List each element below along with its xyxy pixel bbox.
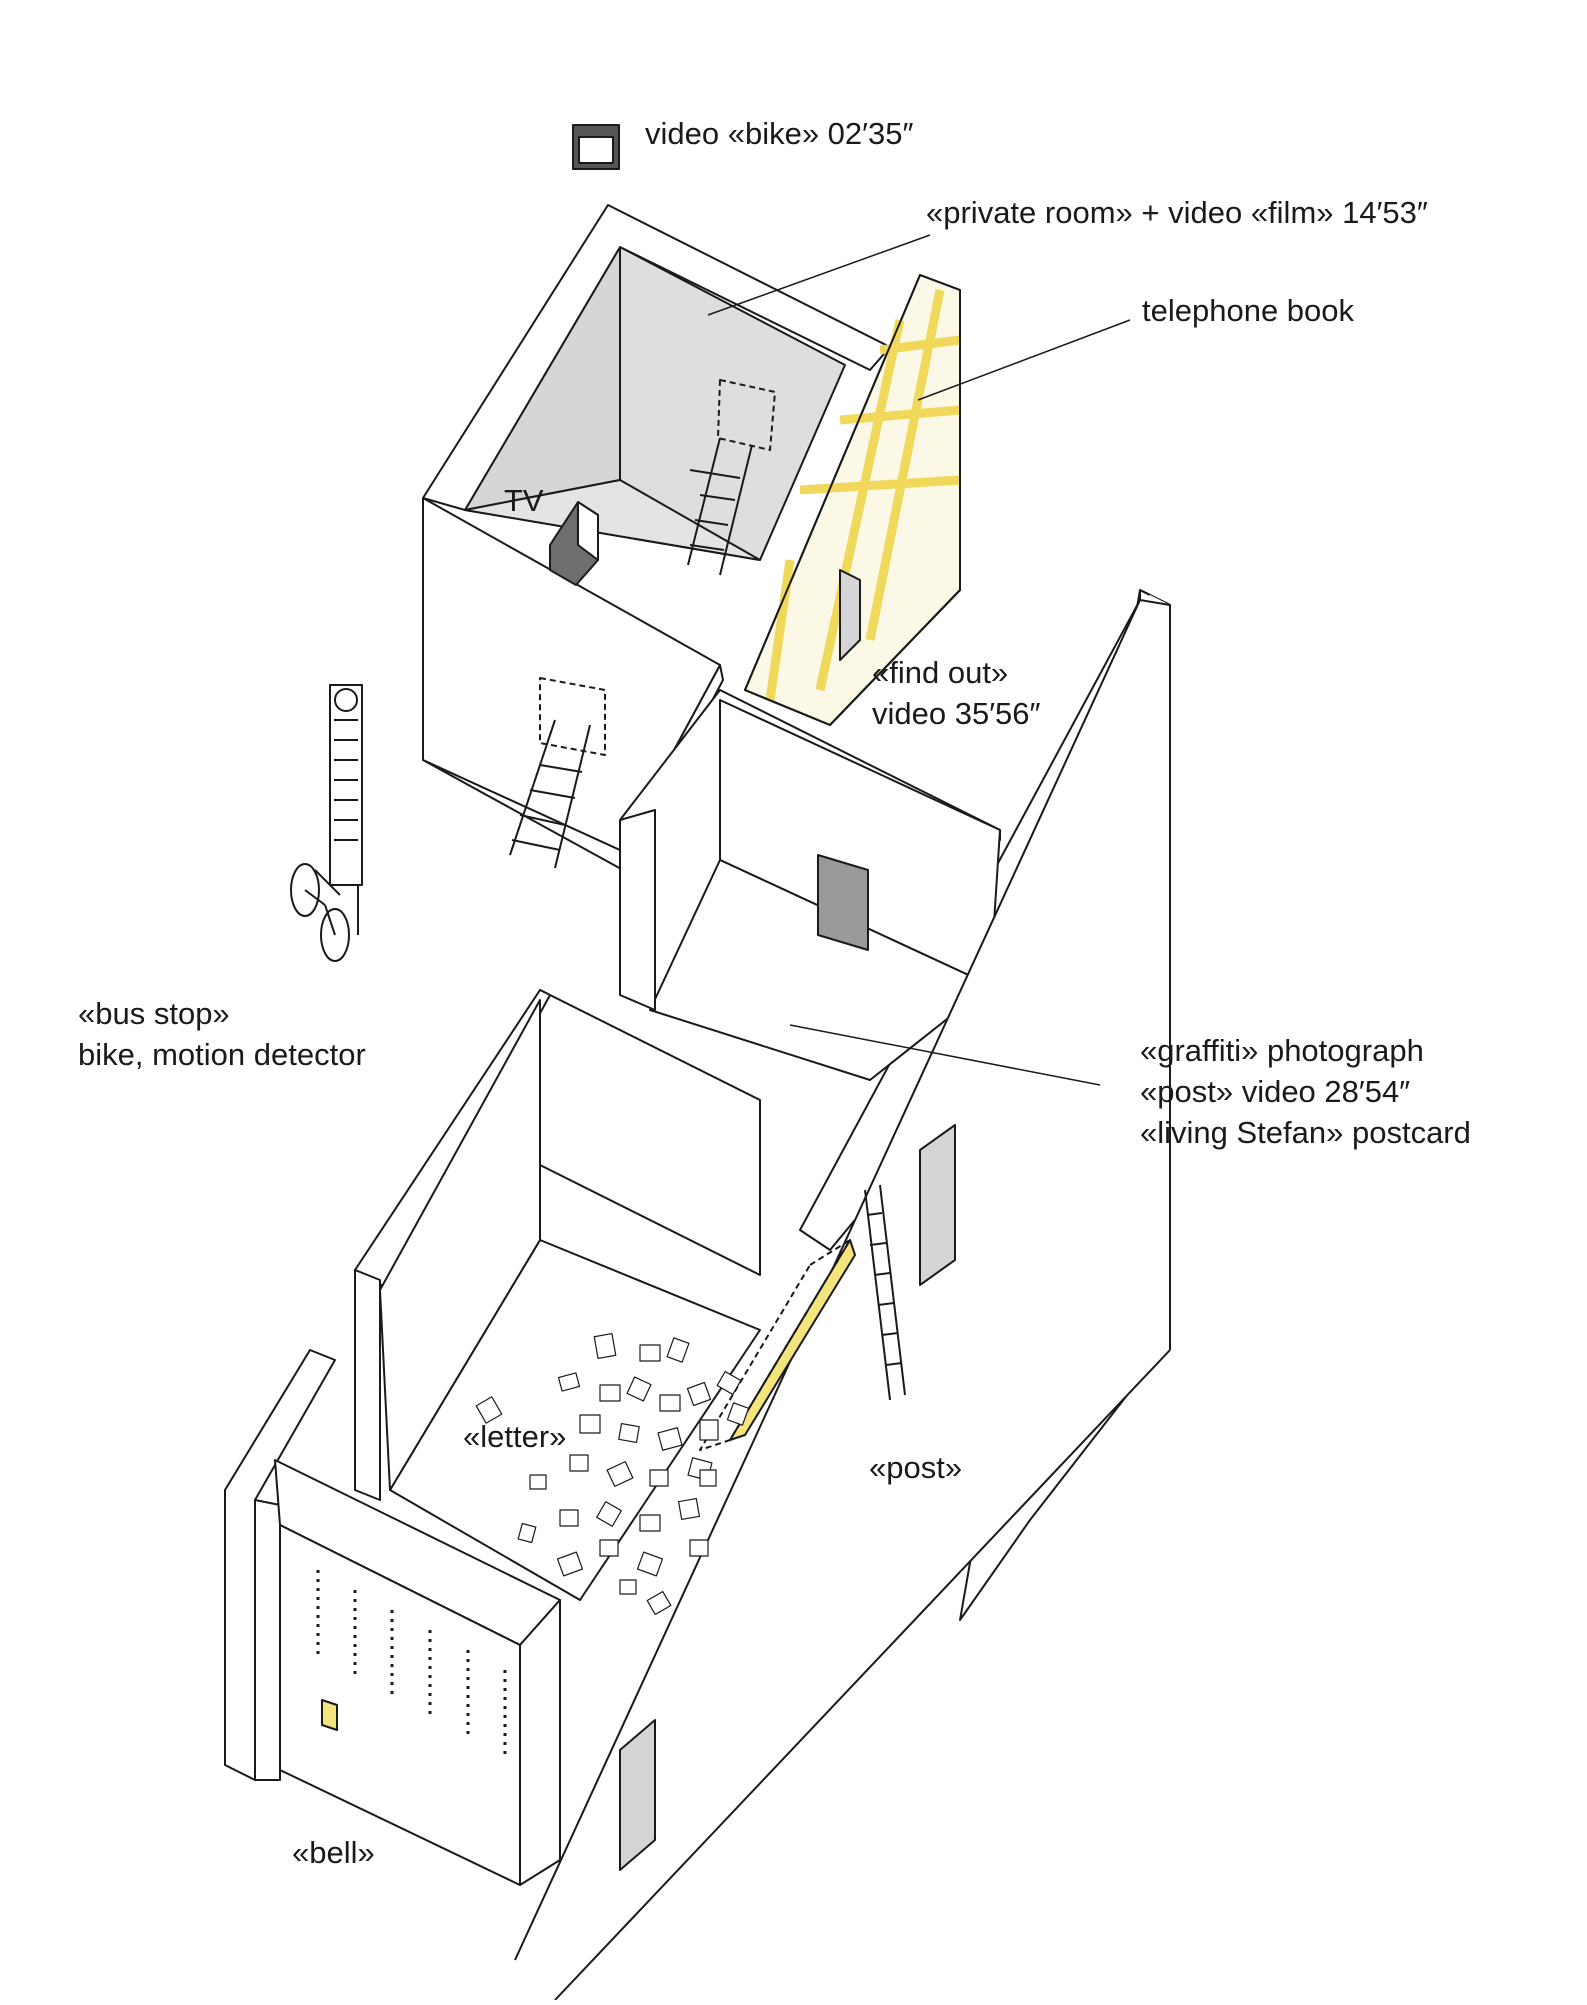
label-find-out: «find out» xyxy=(872,655,1009,690)
bell-icon xyxy=(321,1699,338,1731)
label-bus-stop: «bus stop» xyxy=(78,996,230,1031)
label-post-video: «post» video 28′54″ xyxy=(1140,1074,1411,1109)
find-out-corridor xyxy=(619,589,1171,1621)
label-find-out-video: video 35′56″ xyxy=(872,696,1041,731)
outside-ladder-icon xyxy=(509,677,606,869)
door-icon xyxy=(919,1124,956,1286)
wall-ladder-icon xyxy=(864,1184,906,1401)
label-telephone-book: telephone book xyxy=(1142,293,1355,328)
ladder-icon xyxy=(687,379,776,576)
bicycle-icon xyxy=(290,863,350,962)
letter-room xyxy=(354,989,906,1616)
label-private-room: «private room» + video «film» 14′53″ xyxy=(926,195,1428,230)
label-living-stefan: «living Stefan» postcard xyxy=(1140,1115,1471,1150)
letters-icon xyxy=(475,1333,750,1616)
label-bus-stop-sub: bike, motion detector xyxy=(78,1037,366,1072)
monitor-icon xyxy=(572,124,620,170)
label-tv: TV xyxy=(504,483,544,518)
telephone-book-wall xyxy=(744,274,961,726)
door-icon xyxy=(619,1719,656,1871)
label-video-bike: video «bike» 02′35″ xyxy=(645,116,914,151)
tv-icon xyxy=(549,501,599,586)
leader-lines xyxy=(707,234,1131,1086)
bell-wall xyxy=(224,1349,561,1886)
window-icon xyxy=(817,854,869,951)
label-letter: «letter» xyxy=(463,1419,567,1454)
label-bell: «bell» xyxy=(292,1835,375,1870)
label-graffiti: «graffiti» photograph xyxy=(1140,1033,1424,1068)
label-post: «post» xyxy=(869,1450,963,1485)
bus-stop-sign-icon xyxy=(329,684,363,935)
private-room xyxy=(422,204,891,871)
mailbox-slots-icon xyxy=(316,1570,507,1760)
